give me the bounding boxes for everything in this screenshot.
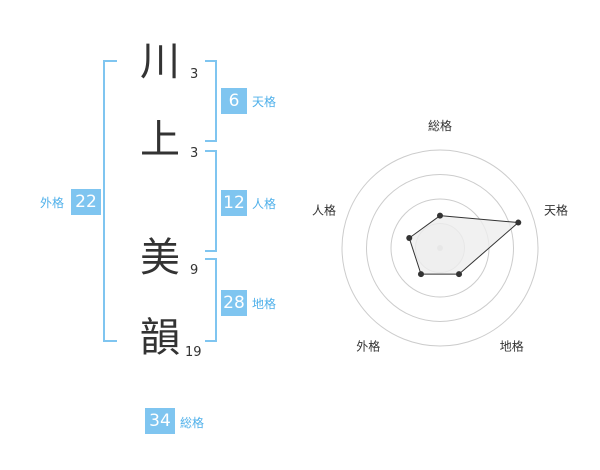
tenkaku-label: 天格 xyxy=(252,95,277,109)
radar-axis-label-1: 総格 xyxy=(428,118,452,133)
radar-axis-label-5: 人格 xyxy=(312,202,336,217)
radar-data-polygon xyxy=(408,215,520,275)
tenkaku-bracket xyxy=(205,60,217,142)
radar-point-2 xyxy=(515,219,522,226)
chikaku-badge: 28 xyxy=(221,290,247,316)
radar-axis-label-4: 外格 xyxy=(356,339,380,354)
jinkaku-bracket xyxy=(205,150,217,252)
name-char-3: 美 xyxy=(140,235,180,281)
radar-point-4 xyxy=(417,271,424,278)
radar-axis-label-3: 地格 xyxy=(500,339,524,354)
name-char-1: 川 xyxy=(140,39,180,85)
name-char-4: 韻 xyxy=(140,315,180,361)
radar-axis-label-2: 天格 xyxy=(544,202,568,217)
radar-point-5 xyxy=(406,235,413,242)
radar-point-3 xyxy=(456,271,463,278)
soukaku-badge: 34 xyxy=(145,408,175,434)
stroke-count-4: 19 xyxy=(185,345,202,360)
chikaku-bracket xyxy=(205,258,217,342)
radar-ring-4 xyxy=(341,149,539,347)
stroke-count-1: 3 xyxy=(190,67,199,82)
jinkaku-label: 人格 xyxy=(252,197,277,211)
stroke-count-3: 9 xyxy=(190,263,199,278)
gaikaku-bracket xyxy=(103,60,117,342)
radar-ring-3 xyxy=(366,174,514,322)
gaikaku-label: 外格 xyxy=(40,196,65,210)
radar-point-1 xyxy=(437,212,443,219)
soukaku-label: 総格 xyxy=(180,416,205,430)
stroke-count-2: 3 xyxy=(190,146,199,161)
jinkaku-badge: 12 xyxy=(221,190,247,216)
chikaku-label: 地格 xyxy=(252,297,277,311)
name-char-2: 上 xyxy=(140,117,180,163)
tenkaku-badge: 6 xyxy=(221,88,247,114)
gaikaku-badge: 22 xyxy=(71,189,101,215)
